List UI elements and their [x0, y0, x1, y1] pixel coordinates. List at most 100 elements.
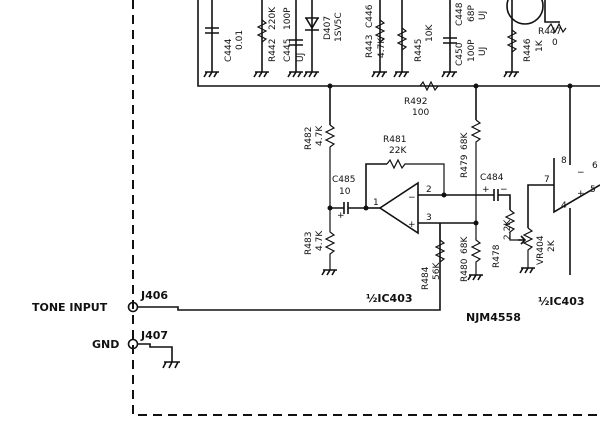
d407-ref: D407: [323, 16, 333, 40]
r442-symbol: [256, 19, 268, 43]
pin-2: 2: [426, 185, 432, 195]
r446-val: 1K: [535, 39, 545, 52]
r480-symbol: [470, 223, 482, 275]
d407-symbol: [305, 17, 319, 31]
r446-symbol: [506, 29, 518, 53]
vr404-wiper: [518, 235, 527, 245]
c444-symbol: [205, 27, 219, 34]
r479-symbol: [470, 119, 482, 223]
c450-ref: C450: [455, 42, 465, 66]
vr404-val: 2K: [547, 239, 557, 252]
c484-ref: C484: [480, 173, 504, 183]
pin-5: 5: [590, 185, 596, 195]
left-rail: [197, 0, 600, 87]
c444-ref: C444: [224, 38, 234, 62]
r478-symbol: [504, 209, 525, 241]
c445-symbol: [289, 39, 303, 46]
ground-symbol: [503, 71, 519, 78]
r482-val: 4.7K: [315, 125, 325, 146]
c446-ref: C446: [365, 4, 375, 28]
r478-val: 2.2K: [503, 219, 513, 240]
c485-plus: +: [337, 211, 345, 221]
c484-minus: −: [500, 185, 508, 195]
r492-ref: R492: [404, 97, 427, 107]
r483-symbol: [324, 208, 336, 270]
r447-val: 0: [552, 38, 558, 48]
r445-ref: R445: [414, 39, 424, 62]
c485-val: 10: [339, 187, 351, 197]
ground-symbol: [287, 71, 303, 78]
r479-ref: R479: [460, 154, 470, 178]
pin-4: 4: [561, 201, 567, 211]
ic-part-number: NJM4558: [466, 311, 521, 324]
c448-ref: C448: [455, 2, 465, 26]
r447-symbol: [547, 22, 567, 34]
input-wire: [138, 223, 441, 311]
opamp-2-minus: −: [577, 168, 585, 178]
r443-val: 4.7K: [377, 37, 387, 58]
r480-val: 68K: [460, 236, 470, 254]
c484-plus: +: [482, 185, 490, 195]
ground-symbol: [321, 269, 337, 276]
board-outline: [132, 0, 600, 416]
r484-ref: R484: [421, 266, 431, 290]
r484-symbol: [434, 223, 446, 263]
r484-val: 56K: [432, 262, 442, 280]
r478-ref: R478: [492, 244, 502, 268]
ground-symbol: [519, 267, 535, 274]
ground-symbol: [162, 361, 180, 369]
transformer-coil: [506, 0, 544, 25]
ic403-right-label: ½IC403: [538, 295, 585, 308]
opamp-2-feedback: [527, 184, 554, 210]
ground-symbol: [371, 71, 387, 78]
c444-val: 0.01: [235, 30, 245, 50]
c485-ref: C485: [332, 175, 355, 185]
pin-7: 7: [544, 175, 550, 185]
top-wire-r447: [544, 0, 560, 23]
pin-6: 6: [592, 161, 598, 171]
j406-label: J406: [140, 289, 168, 302]
gnd-wire: [138, 343, 173, 362]
opamp-2: [553, 158, 600, 214]
c450-type: UJ: [478, 47, 488, 56]
tone-input-jack: [127, 301, 139, 313]
r483-val: 4.7K: [315, 230, 325, 251]
vr404-ref: VR404: [536, 235, 546, 265]
c445-ref: C445: [283, 39, 293, 62]
j407-label: J407: [140, 329, 168, 342]
tone-input-label: TONE INPUT: [32, 301, 108, 314]
c448-val: 68P: [467, 5, 477, 22]
d407-val: 1SV5C: [334, 12, 344, 42]
ground-symbol: [203, 71, 219, 78]
pin-3: 3: [426, 213, 432, 223]
c450-val: 100P: [467, 39, 477, 62]
r443-ref: R443: [365, 35, 375, 58]
r443-symbol: [374, 19, 386, 43]
r479-val: 68K: [460, 132, 470, 150]
opamp-1-minus: −: [408, 193, 416, 203]
r481-val: 22K: [389, 146, 407, 156]
r481-ref: R481: [383, 135, 406, 145]
r445-symbol: [396, 27, 408, 51]
r442-ref: R442: [268, 39, 278, 62]
ground-symbol: [441, 71, 457, 78]
c445-type: UJ: [296, 53, 306, 62]
r483-ref: R483: [304, 232, 314, 255]
pin-8: 8: [561, 156, 567, 166]
r480-ref: R480: [460, 258, 470, 282]
c448-type: UJ: [478, 11, 488, 20]
vr404-symbol: [522, 227, 534, 268]
r442-val: 220K: [268, 6, 278, 30]
r482-ref: R482: [304, 127, 314, 150]
ground-symbol: [393, 71, 409, 78]
ground-symbol: [303, 71, 319, 78]
ground-symbol: [467, 274, 483, 281]
c450-symbol: [443, 37, 457, 44]
c484-symbol: [488, 189, 511, 210]
gnd-label: GND: [92, 338, 119, 351]
r447-ref: R447: [538, 27, 561, 37]
ic403-left-label: ½IC403: [366, 292, 413, 305]
r446-ref: R446: [523, 38, 533, 62]
c445-val: 100P: [283, 7, 293, 30]
